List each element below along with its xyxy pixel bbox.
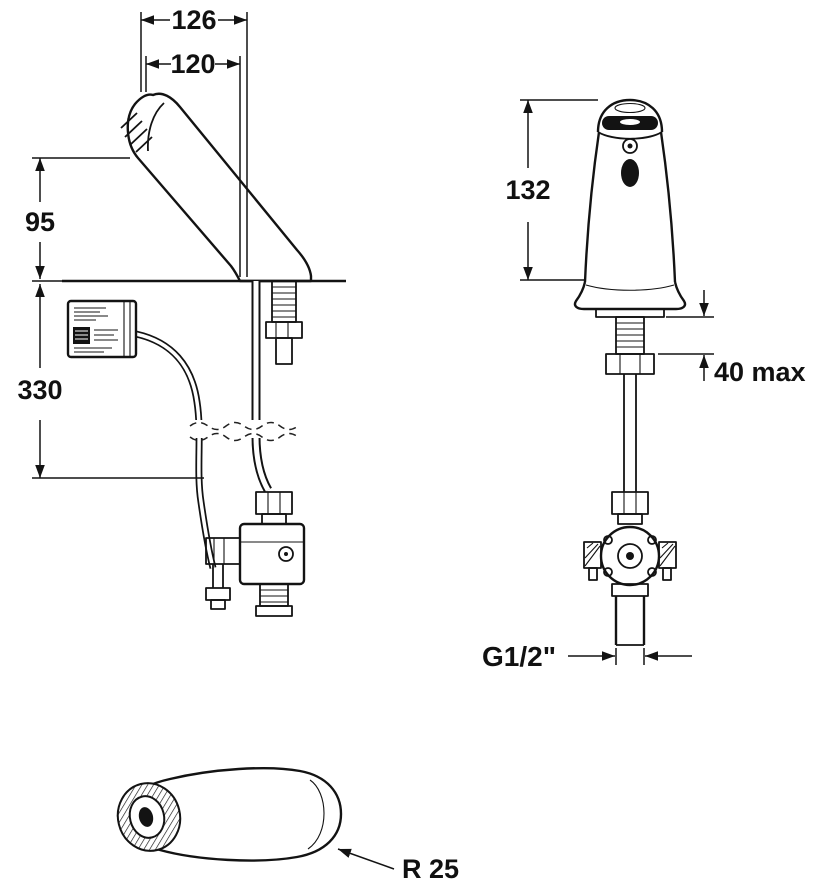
dim-label-g12: G1/2" (482, 641, 556, 672)
side-spout (126, 92, 313, 283)
dimension-120: 120 (145, 49, 241, 277)
mounting-nut (265, 321, 303, 339)
aerator-cap-joint (147, 102, 165, 152)
dimension-126: 126 (140, 5, 248, 277)
outlet-pipe (614, 596, 646, 646)
side-view (62, 92, 346, 617)
supply-hose (251, 281, 272, 493)
supply-shank (265, 280, 303, 365)
shutoff-valve-front (583, 491, 677, 597)
dim-label-95: 95 (25, 207, 55, 237)
mounting-nut-front (605, 353, 655, 375)
hose-break-line (186, 420, 314, 442)
brand-logo-oval (614, 102, 646, 114)
control-unit-label (66, 299, 138, 359)
sensor-led (622, 138, 638, 154)
dimension-40-max: 40 max (658, 290, 806, 387)
dim-label-40-max: 40 max (714, 357, 806, 387)
base-washer (595, 308, 665, 318)
dimension-r25: R 25 (337, 848, 459, 884)
shutoff-valve-side (205, 491, 306, 617)
top-view (116, 766, 343, 862)
dim-label-120: 120 (170, 49, 215, 79)
dimension-330: 330 (17, 284, 204, 479)
dim-label-r25: R 25 (402, 854, 459, 884)
front-cap (596, 98, 664, 133)
front-body (583, 131, 601, 283)
dim-label-126: 126 (171, 5, 216, 35)
spout-aerator-top (116, 782, 182, 852)
dimension-132: 132 (505, 99, 598, 281)
dim-label-132: 132 (505, 175, 550, 205)
dim-label-330: 330 (17, 375, 62, 405)
front-view (573, 98, 687, 646)
sensor-cable (135, 330, 217, 569)
sensor-eye (621, 159, 639, 187)
aerator-knurl (120, 112, 153, 153)
dimension-95: 95 (25, 157, 130, 282)
spout-top-view (116, 766, 343, 862)
threaded-shank-front (615, 316, 645, 355)
dimension-g12-thread: G1/2" (482, 641, 692, 672)
